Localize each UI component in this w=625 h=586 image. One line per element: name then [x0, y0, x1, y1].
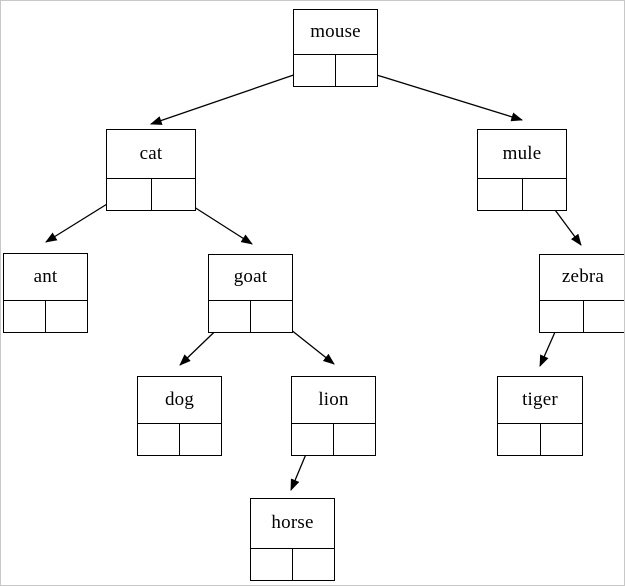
- right-pointer-cell[interactable]: [584, 301, 625, 332]
- tree-node-cat[interactable]: cat: [106, 129, 196, 211]
- left-pointer-cell[interactable]: [540, 301, 584, 332]
- tree-node-ant[interactable]: ant: [3, 253, 88, 333]
- tree-node-label: mouse: [310, 20, 361, 42]
- tree-node-pointer-row: [294, 54, 377, 86]
- tree-node-horse[interactable]: horse: [250, 498, 335, 581]
- tree-node-label: ant: [33, 265, 58, 287]
- left-pointer-cell[interactable]: [478, 179, 523, 210]
- tree-node-pointer-row: [498, 423, 582, 455]
- tree-node-pointer-row: [107, 178, 195, 210]
- tree-node-label: goat: [233, 266, 268, 287]
- left-pointer-cell[interactable]: [251, 549, 293, 580]
- right-pointer-cell[interactable]: [251, 301, 292, 332]
- tree-node-lion[interactable]: lion: [291, 376, 376, 456]
- tree-node-pointer-row: [292, 423, 375, 455]
- tree-node-label: horse: [271, 512, 314, 533]
- tree-node-label: zebra: [561, 266, 605, 287]
- tree-node-dog[interactable]: dog: [137, 376, 222, 456]
- tree-edge-mouse-to-mule: [353, 67, 523, 122]
- tree-node-label: dog: [164, 388, 195, 410]
- tree-node-pointer-row: [478, 178, 566, 210]
- right-pointer-cell[interactable]: [523, 179, 567, 210]
- left-pointer-cell[interactable]: [209, 301, 251, 332]
- right-pointer-cell[interactable]: [541, 424, 583, 455]
- tree-node-label: lion: [318, 388, 349, 410]
- tree-node-label: mule: [502, 142, 542, 164]
- tree-node-pointer-row: [138, 423, 221, 455]
- tree-node-pointer-row: [4, 300, 87, 332]
- left-pointer-cell[interactable]: [498, 424, 541, 455]
- left-pointer-cell[interactable]: [107, 179, 152, 210]
- tree-node-goat[interactable]: goat: [208, 254, 293, 333]
- right-pointer-cell[interactable]: [336, 55, 377, 86]
- left-pointer-cell[interactable]: [138, 424, 180, 455]
- tree-edge-mouse-to-cat: [150, 67, 315, 125]
- tree-node-pointer-row: [209, 300, 292, 332]
- left-pointer-cell[interactable]: [4, 301, 46, 332]
- tree-node-pointer-row: [540, 300, 625, 332]
- right-pointer-cell[interactable]: [334, 424, 375, 455]
- tree-node-mouse[interactable]: mouse: [293, 9, 378, 87]
- right-pointer-cell[interactable]: [152, 179, 196, 210]
- tree-node-zebra[interactable]: zebra: [539, 254, 625, 333]
- right-pointer-cell[interactable]: [180, 424, 221, 455]
- left-pointer-cell[interactable]: [294, 55, 336, 86]
- tree-node-label: cat: [139, 142, 163, 164]
- tree-node-pointer-row: [251, 548, 334, 580]
- right-pointer-cell[interactable]: [46, 301, 87, 332]
- tree-node-mule[interactable]: mule: [477, 129, 567, 211]
- tree-node-label: tiger: [522, 388, 558, 410]
- tree-node-tiger[interactable]: tiger: [497, 376, 583, 456]
- right-pointer-cell[interactable]: [293, 549, 334, 580]
- left-pointer-cell[interactable]: [292, 424, 334, 455]
